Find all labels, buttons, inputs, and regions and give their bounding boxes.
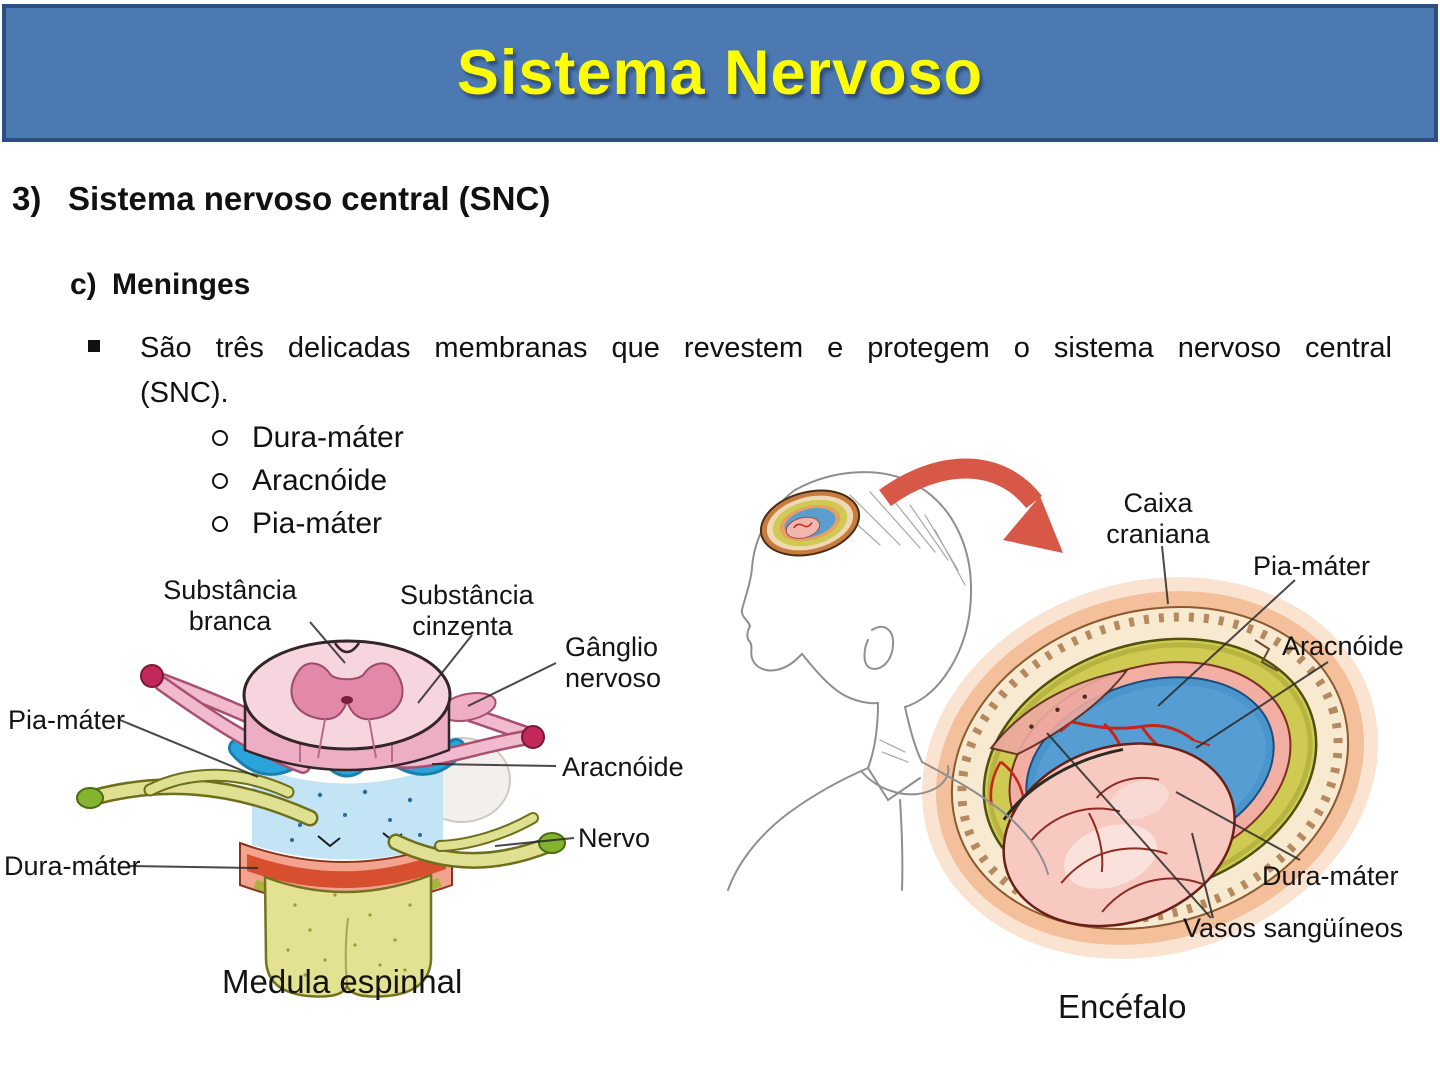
zoom-arrow — [879, 458, 1063, 553]
caption-medula-espinhal: Medula espinhal — [222, 963, 463, 1000]
label-substancia-cinzenta: Substância cinzenta — [400, 580, 534, 641]
label-caixa-craniana: Caixa craniana — [1106, 488, 1210, 549]
label-dura-mater-left: Dura-máter — [4, 851, 141, 881]
sub-heading-number: c) — [70, 268, 97, 301]
label-aracnoide-right: Aracnóide — [1282, 631, 1404, 661]
meninges-detail — [921, 577, 1379, 959]
list-item-label: Aracnóide — [252, 464, 388, 497]
section-heading: 3) Sistema nervoso central (SNC) — [12, 180, 550, 218]
spinal-cord-illustration — [76, 639, 566, 998]
sub-heading: c) Meninges — [70, 268, 250, 302]
head-sketch — [727, 471, 1049, 891]
label-dura-mater-right: Dura-máter — [1262, 861, 1399, 891]
skull-cutaway — [759, 489, 861, 557]
leader-lines — [119, 545, 1329, 919]
list-item-label: Dura-máter — [252, 421, 404, 454]
label-pia-mater-left: Pia-máter — [8, 705, 126, 735]
circle-bullet-icon — [212, 516, 228, 532]
label-pia-mater-right: Pia-máter — [1253, 551, 1371, 581]
circle-bullet-icon — [212, 430, 228, 446]
section-heading-number: 3) — [12, 180, 42, 217]
brain-illustration — [727, 458, 1379, 959]
label-ganglio-nervoso: Gânglio nervoso — [565, 632, 662, 693]
label-nervo: Nervo — [578, 823, 651, 853]
sub-heading-text: Meninges — [112, 268, 251, 301]
circle-bullet-icon — [212, 473, 228, 489]
label-substancia-branca: Substância branca — [163, 575, 297, 636]
bullet-paragraph: São três delicadas membranas que reveste… — [140, 326, 1392, 416]
caption-encefalo: Encéfalo — [1058, 988, 1187, 1025]
section-heading-text: Sistema nervoso central (SNC) — [68, 180, 551, 217]
spinal-nerves — [76, 768, 566, 869]
square-bullet-icon — [88, 340, 100, 352]
bullet-line-1: São três delicadas membranas que reveste… — [140, 332, 1392, 364]
bullet-line-2: (SNC). — [140, 377, 229, 409]
list-item-label: Pia-máter — [252, 507, 383, 540]
label-aracnoide-left: Aracnóide — [562, 752, 684, 782]
slide-title: Sistema Nervoso — [456, 38, 984, 108]
header-band: Sistema Nervoso — [2, 4, 1438, 142]
label-vasos-sanguineos: Vasos sangüíneos — [1183, 913, 1404, 943]
